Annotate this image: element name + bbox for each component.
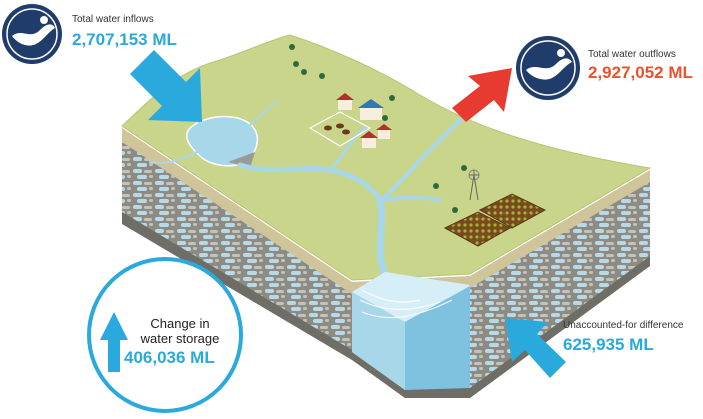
water-cycle-badge-icon: [516, 36, 580, 100]
storage-value: 406,036 ML: [124, 348, 215, 367]
crop-fields: [443, 193, 547, 247]
storage-label-line1: Change in: [150, 316, 210, 331]
storage-label: Change in water storage: [125, 316, 235, 346]
unaccounted-value: 625,935 ML: [563, 335, 654, 354]
storage-circle: [87, 257, 243, 413]
dam-wall: [228, 152, 255, 168]
waterfall: [352, 272, 470, 390]
down-right-arrow-icon: [130, 50, 202, 122]
inflows-label: Total water inflows: [72, 14, 154, 25]
outflows-label: Total water outflows: [588, 49, 676, 60]
inflows-value: 2,707,153 ML: [72, 30, 177, 49]
up-arrow-icon: [100, 312, 128, 372]
up-left-arrow-icon: [505, 318, 566, 378]
unaccounted-label: Unaccounted-for difference: [563, 320, 684, 331]
outflows-value: 2,927,052 ML: [588, 63, 693, 82]
storage-label-line2: water storage: [140, 331, 220, 346]
farm-yard: [308, 93, 392, 148]
water-cycle-badge-icon: [2, 4, 62, 64]
trees: [289, 44, 467, 213]
river-network: [149, 97, 472, 279]
windmill-icon: [468, 169, 480, 201]
up-right-arrow-icon: [452, 68, 512, 122]
